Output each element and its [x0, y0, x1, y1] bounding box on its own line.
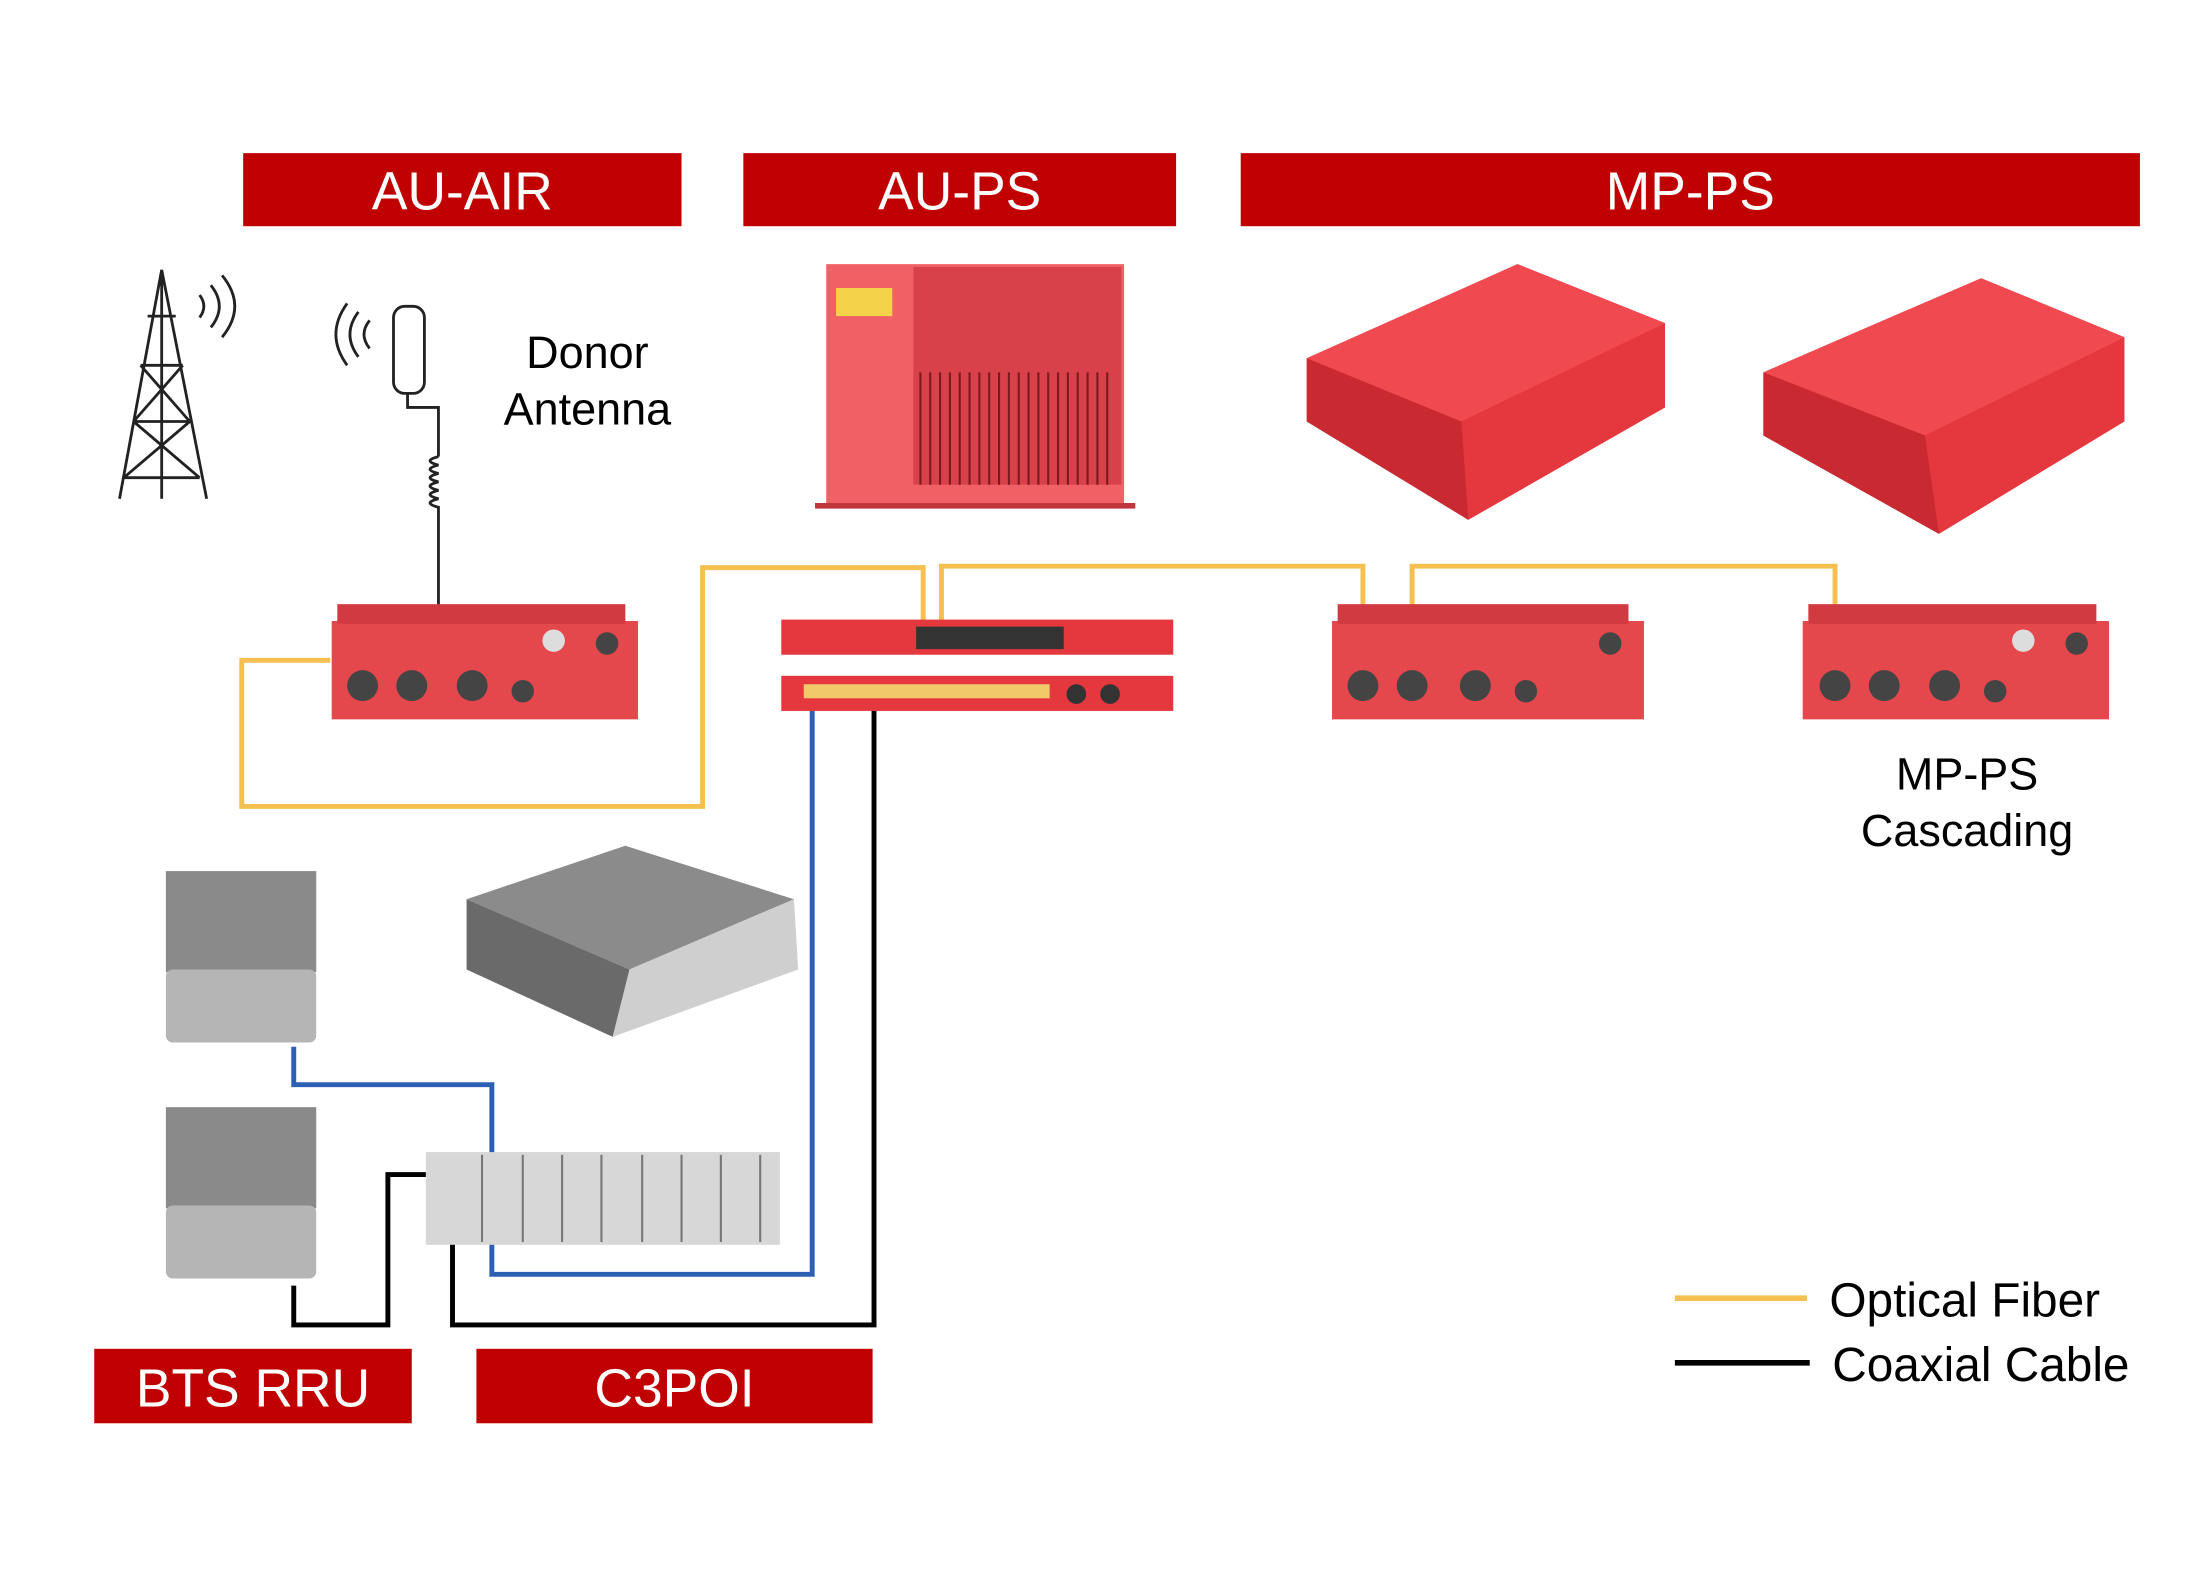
- svg-text:C3POI: C3POI: [594, 1359, 754, 1418]
- au-ps-chassis: [815, 264, 1136, 509]
- mp-ps-unit-2: [1763, 278, 2125, 534]
- banner-c3poi: C3POI: [476, 1348, 873, 1424]
- bts-rru-1: [165, 871, 317, 1043]
- svg-text:AU-PS: AU-PS: [878, 162, 1041, 221]
- donor-antenna-icon: [334, 302, 440, 620]
- banner-mp-ps: MP-PS: [1240, 153, 2140, 227]
- banner-bts-rru: BTS RRU: [94, 1348, 412, 1424]
- donor-antenna-caption: Donor: [526, 327, 648, 378]
- bts-rru-2: [165, 1107, 317, 1279]
- svg-text:MP-PS: MP-PS: [1606, 162, 1775, 221]
- fiber-au-air-to-au-ps: [239, 565, 926, 809]
- banner-au-air: AU-AIR: [243, 153, 682, 227]
- banner-au-ps: AU-PS: [743, 153, 1177, 227]
- mp-ps-unit-1: [1306, 264, 1666, 520]
- au-ps-rack-upper: [781, 619, 1174, 655]
- au-ps-rack-lower: [781, 675, 1174, 711]
- cascading-caption: MP-PS: [1896, 749, 2038, 800]
- svg-text:BTS RRU: BTS RRU: [136, 1359, 370, 1418]
- coax-rru-to-c3poi: [291, 1172, 447, 1328]
- cell-tower-icon: [118, 269, 236, 500]
- svg-text:AU-AIR: AU-AIR: [372, 162, 553, 221]
- poi-chassis-3d: [466, 845, 799, 1037]
- mp-ps-front-2: [1802, 604, 2110, 720]
- au-air-unit: [331, 604, 638, 720]
- legend-fiber-label: Optical Fiber: [1829, 1274, 2100, 1327]
- donor-antenna-caption-2: Antenna: [504, 383, 671, 434]
- c3poi-rack: [425, 1152, 780, 1245]
- cascading-caption-2: Cascading: [1861, 805, 2073, 856]
- legend: Optical Fiber Coaxial Cable: [1674, 1274, 2129, 1392]
- legend-coax-label: Coaxial Cable: [1832, 1339, 2129, 1392]
- mp-ps-front-1: [1332, 604, 1644, 720]
- coax-au-ps-to-c3poi: [450, 691, 877, 1328]
